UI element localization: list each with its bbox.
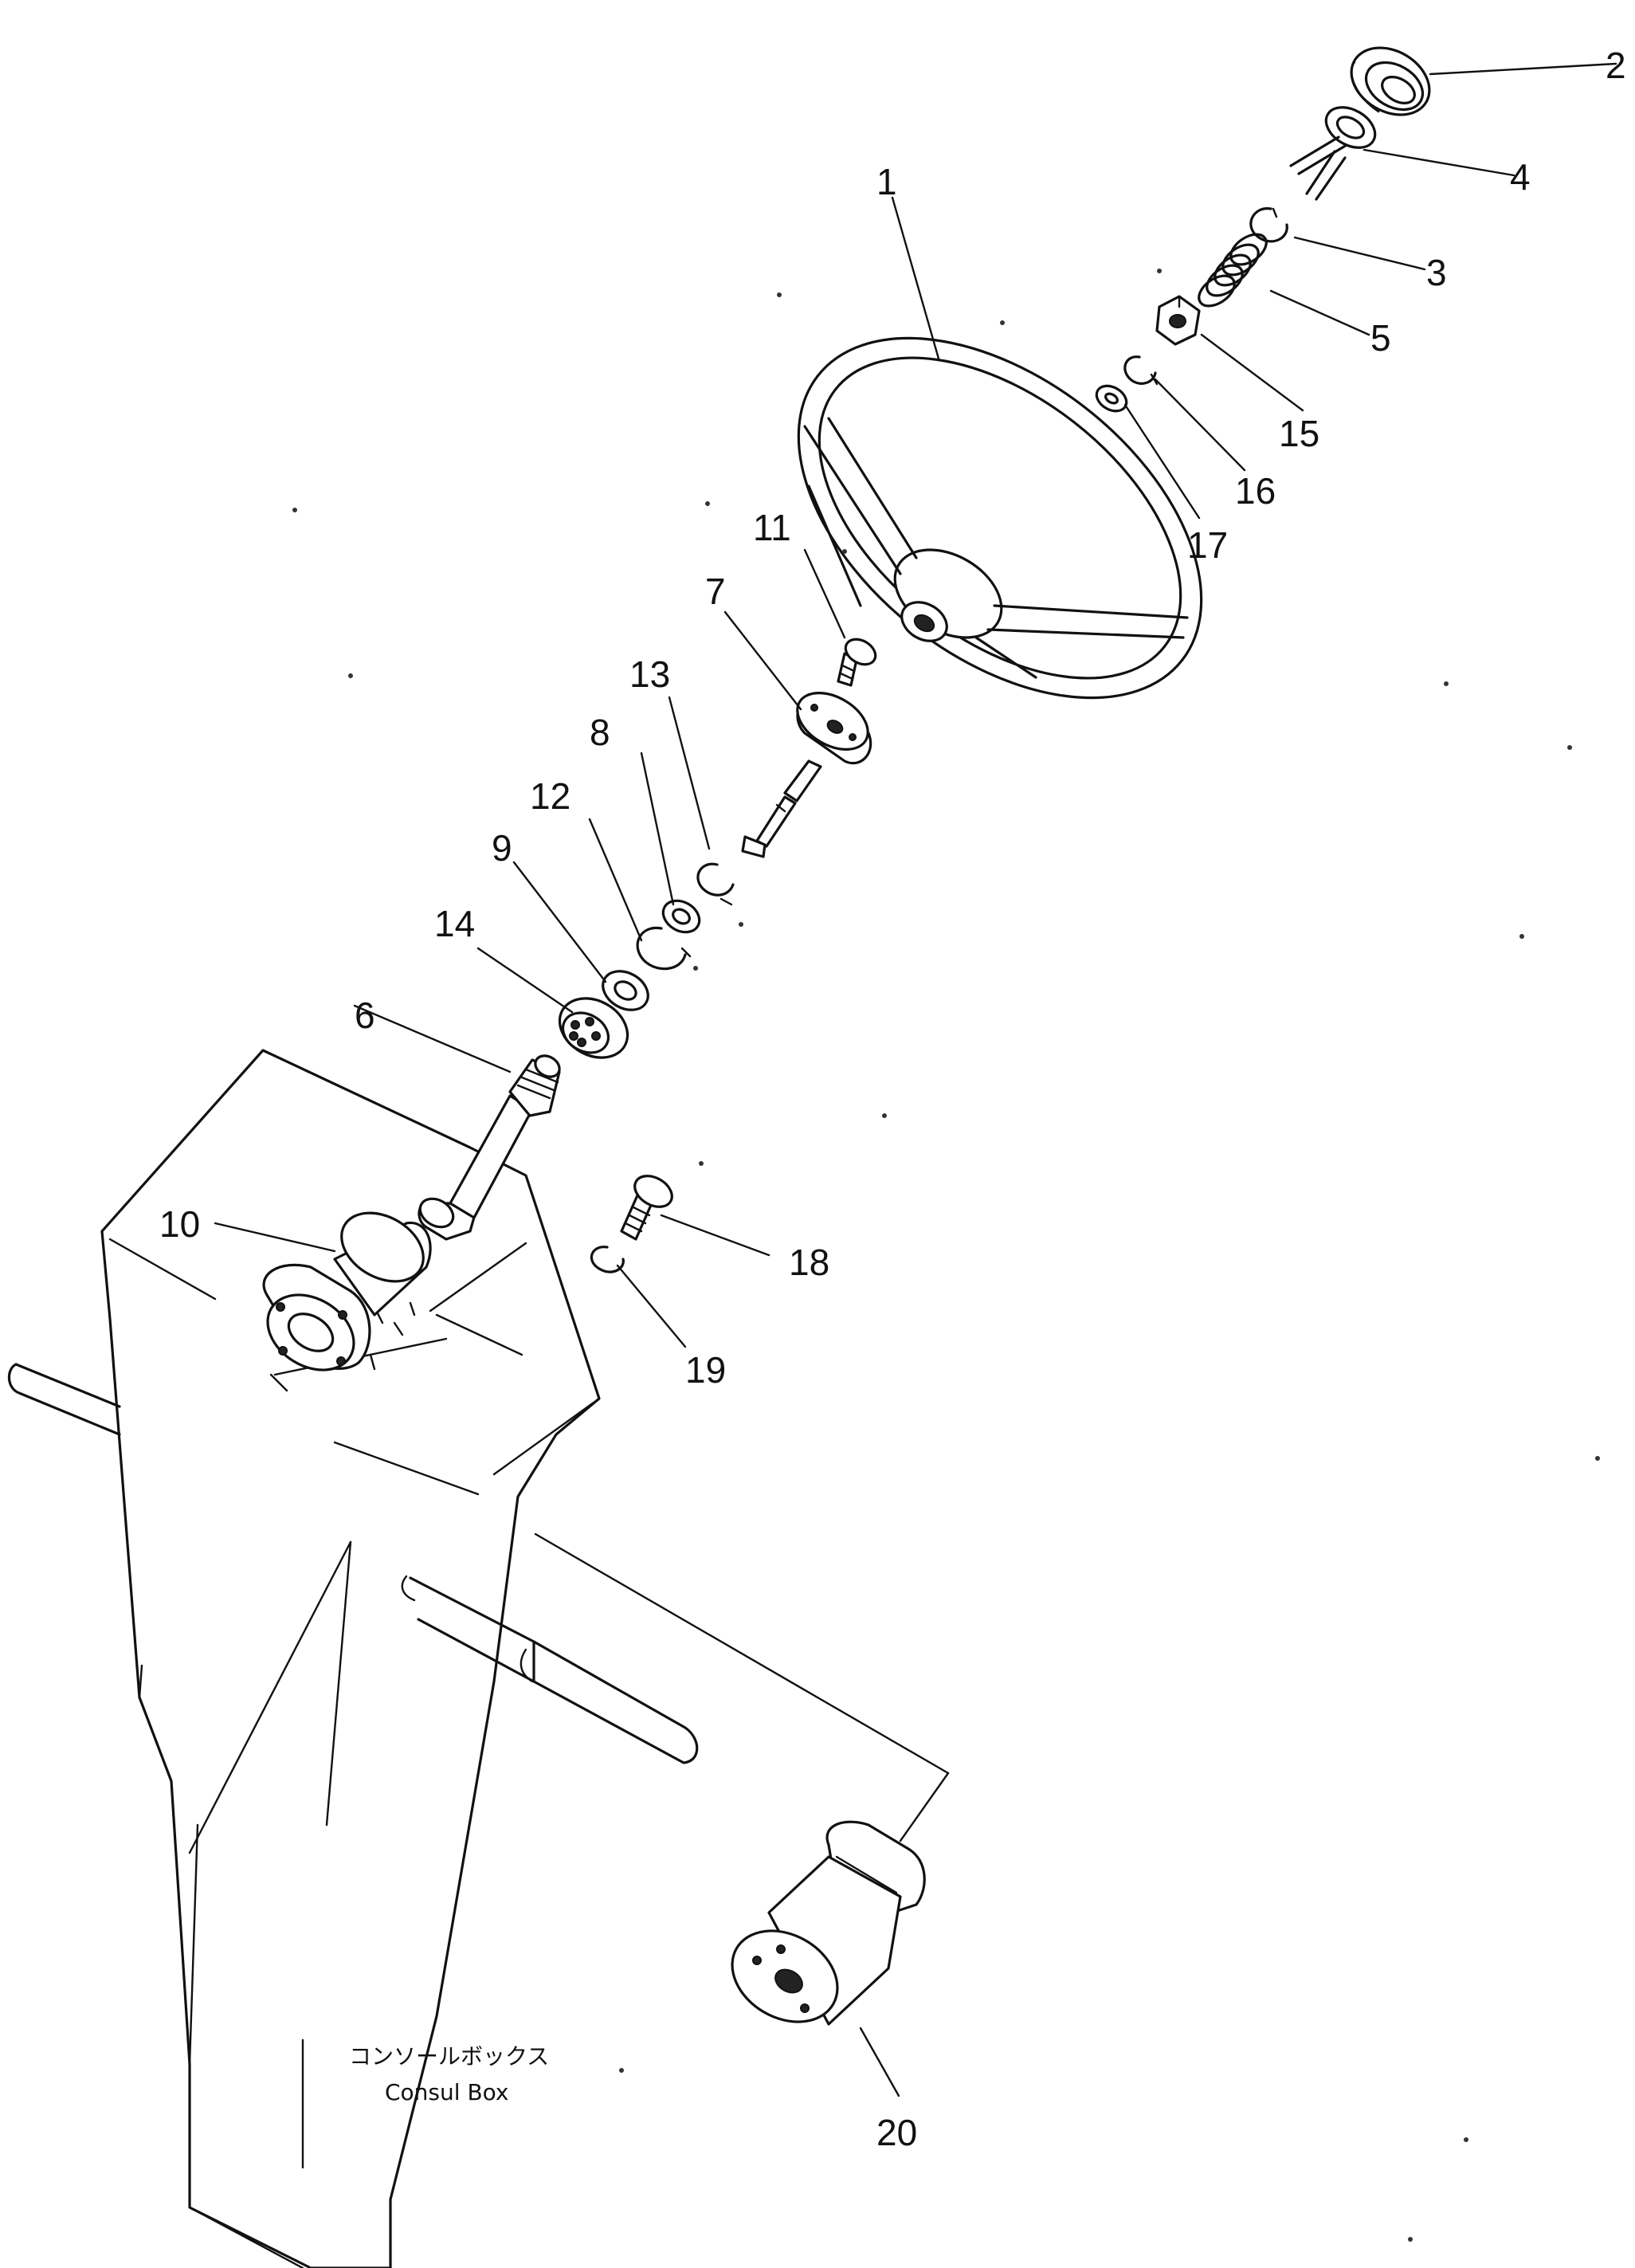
part-5-spring xyxy=(1198,233,1268,308)
callout-7: 7 xyxy=(705,571,726,612)
callout-5: 5 xyxy=(1370,317,1391,359)
leader-lines xyxy=(214,62,1617,2097)
callout-20: 20 xyxy=(876,2112,917,2153)
part-8-washer xyxy=(661,899,701,934)
scan-specks xyxy=(292,269,1600,2242)
part-20-bushing xyxy=(731,1820,926,2026)
part-11-bolt xyxy=(837,638,877,687)
callout-18: 18 xyxy=(789,1242,829,1283)
part-14-bearing xyxy=(558,997,629,1059)
callout-9: 9 xyxy=(492,827,512,869)
part-18-bolt xyxy=(620,1175,673,1241)
part-1-steering-wheel xyxy=(797,336,1203,700)
part-9-washer xyxy=(602,970,649,1011)
callout-13: 13 xyxy=(629,653,670,695)
part-15-nut xyxy=(1155,295,1201,346)
console-caption-en: Consul Box xyxy=(385,2079,509,2105)
part-16-spring-washer xyxy=(1123,355,1159,386)
part-19-spring-washer xyxy=(590,1246,625,1273)
part-7-hub xyxy=(741,692,872,858)
part-12-snap-ring xyxy=(636,926,692,971)
callout-3: 3 xyxy=(1426,252,1447,293)
callout-1: 1 xyxy=(876,161,897,202)
callout-14: 14 xyxy=(434,903,475,944)
part-6-steering-shaft xyxy=(418,1054,561,1241)
callout-2: 2 xyxy=(1606,45,1626,86)
part-2-horn-cap xyxy=(1350,46,1431,116)
callout-4: 4 xyxy=(1510,156,1531,198)
callout-15: 15 xyxy=(1279,413,1319,454)
part-3-snap-ring xyxy=(1249,207,1288,243)
part-13-snap-ring xyxy=(696,862,735,906)
lever-rod xyxy=(7,1363,950,1842)
callout-19: 19 xyxy=(685,1349,726,1391)
part-17-washer xyxy=(1095,384,1128,413)
part-10-column-flange xyxy=(262,1211,432,1371)
console-caption-jp: コンソールボックス xyxy=(349,2043,549,2070)
callout-10: 10 xyxy=(159,1203,200,1245)
callout-6: 6 xyxy=(355,995,375,1036)
callout-8: 8 xyxy=(590,712,610,753)
callout-12: 12 xyxy=(530,775,570,817)
callout-11: 11 xyxy=(753,507,791,548)
callout-labels: 1 2 4 3 5 15 16 17 11 7 13 8 12 9 14 6 1… xyxy=(159,45,1626,2153)
callout-16: 16 xyxy=(1235,470,1276,512)
callout-17: 17 xyxy=(1187,524,1228,566)
part-4-horn-contact xyxy=(1289,106,1377,201)
